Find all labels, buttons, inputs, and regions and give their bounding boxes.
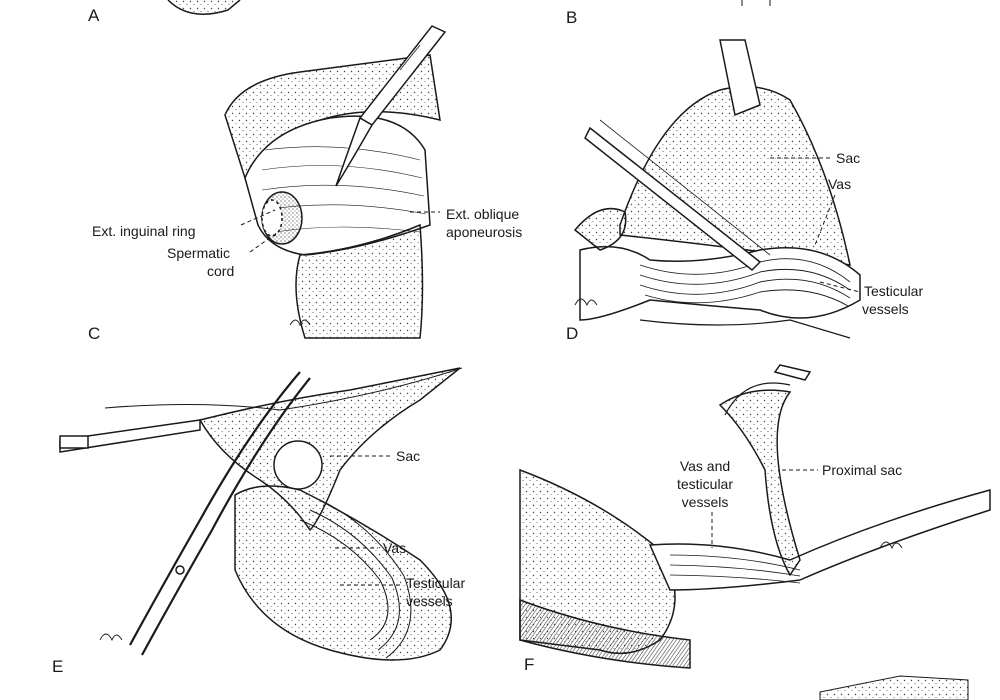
label-ext-oblique-line1: Ext. oblique <box>446 206 520 222</box>
label-d-testicular-line2: vessels <box>862 301 909 317</box>
panel-letter-b: B <box>566 8 578 27</box>
label-ext-inguinal-ring: Ext. inguinal ring <box>92 223 196 239</box>
panel-letter-d: D <box>566 324 579 343</box>
panel-d-drawing <box>573 39 861 339</box>
label-f-proximal-sac: Proximal sac <box>822 462 903 478</box>
label-f-vas-line2: testicular <box>676 476 734 492</box>
panel-b-fragment <box>741 0 771 6</box>
panel-c-drawing <box>224 25 447 339</box>
label-d-sac: Sac <box>836 150 861 166</box>
panel-letter-e: E <box>52 657 64 676</box>
panel-e-drawing <box>59 367 463 661</box>
panel-letter-c: C <box>88 324 101 343</box>
panel-letter-f: F <box>524 655 535 674</box>
label-d-testicular-line1: Testicular <box>864 283 924 299</box>
label-e-vas: Vas <box>383 540 407 556</box>
panel-d-leaders <box>770 157 861 293</box>
label-spermatic-cord-line2: cord <box>207 263 235 279</box>
label-d-vas: Vas <box>828 176 852 192</box>
label-spermatic-cord-line1: Spermatic <box>167 245 231 261</box>
label-e-sac: Sac <box>396 448 421 464</box>
panel-c-leaders <box>240 209 440 253</box>
label-f-vas-line3: vessels <box>681 494 729 510</box>
panel-a-fragment <box>167 0 241 15</box>
label-ext-oblique-line2: aponeurosis <box>446 224 523 240</box>
label-f-vas-line1: Vas and <box>679 458 731 474</box>
panel-letter-a: A <box>88 6 100 25</box>
label-e-testicular-line1: Testicular <box>406 575 466 591</box>
panel-e-leaders <box>330 455 402 586</box>
panel-f-texture <box>819 675 969 700</box>
panel-f-drawing <box>519 364 991 669</box>
panel-f-leaders <box>711 469 818 548</box>
label-e-testicular-line2: vessels <box>406 593 453 609</box>
